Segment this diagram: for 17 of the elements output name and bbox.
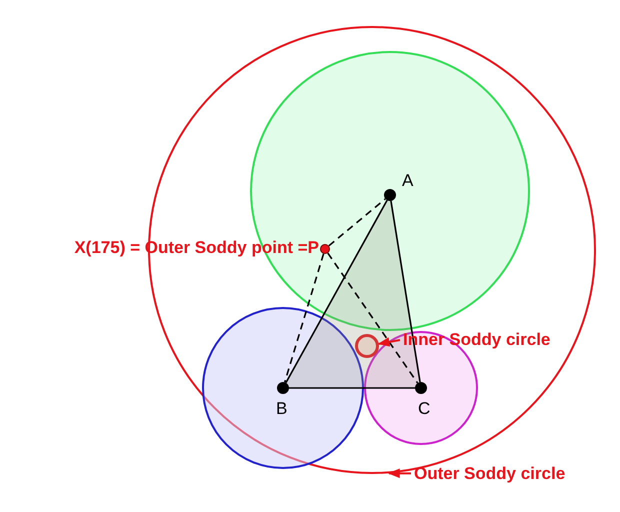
callout-label: Outer Soddy circle: [414, 464, 566, 484]
dashed-line: [327, 252, 418, 384]
dashed-line: [284, 254, 324, 382]
triangle-side: [285, 200, 388, 384]
triangle-side: [390, 200, 421, 382]
vertex-point: [277, 382, 289, 394]
leader-arrow: [378, 337, 400, 347]
vertex-label: A: [402, 171, 414, 191]
point: [320, 244, 330, 254]
leader-arrow: [388, 468, 411, 478]
triangle-side: [289, 387, 415, 389]
vertex-label: C: [418, 399, 430, 419]
vertex-point: [384, 189, 396, 201]
dashed-line: [328, 198, 386, 246]
vertex-point: [415, 382, 427, 394]
small-circle: [355, 334, 379, 358]
vertex-label: B: [276, 399, 288, 419]
